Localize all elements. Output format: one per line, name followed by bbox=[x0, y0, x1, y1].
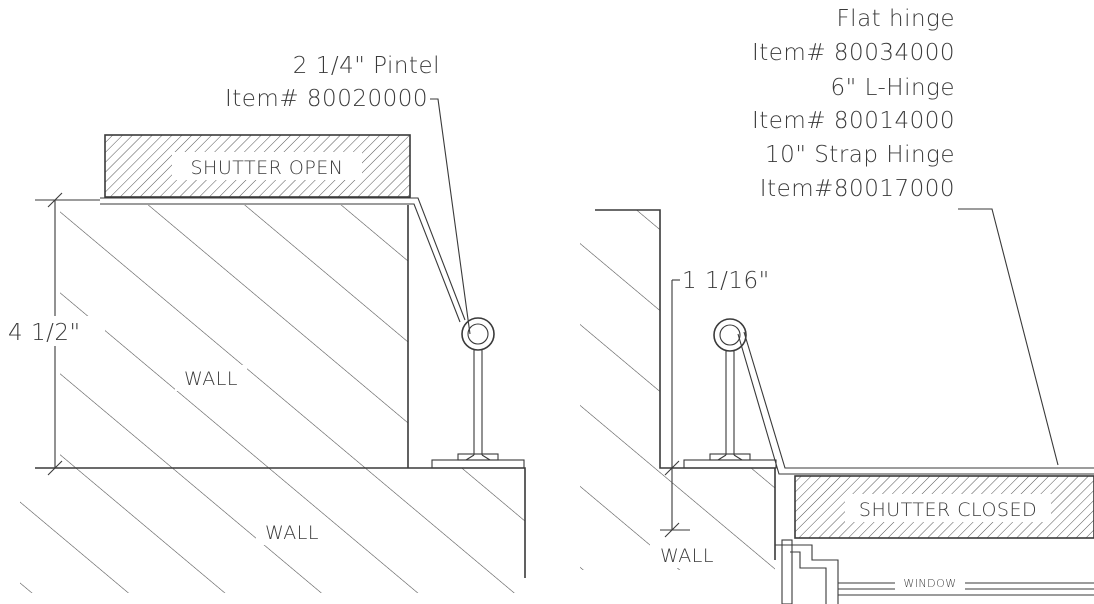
right-hinge-strap-inner bbox=[737, 333, 1094, 475]
hinge-callout-line-6: Item#80017000 bbox=[760, 176, 955, 202]
right-hinge-strap bbox=[743, 331, 1094, 469]
wall-right-label: WALL bbox=[660, 545, 714, 567]
right-wall-hatch bbox=[580, 210, 775, 570]
wall-upper-label: WALL bbox=[184, 368, 238, 390]
shutter-closed-label: SHUTTER CLOSED bbox=[859, 499, 1037, 521]
upper-wall-hatch bbox=[60, 205, 408, 468]
hinge-strap bbox=[100, 197, 466, 321]
pintel-label: 2 1/4" Pintel bbox=[293, 53, 440, 79]
hinge-callout-line-2: Item# 80034000 bbox=[752, 40, 955, 66]
dimension-label-right: 1 1/16" bbox=[682, 268, 770, 294]
right-wall-outline bbox=[595, 209, 776, 560]
dimension-1-1-16 bbox=[660, 279, 690, 538]
right-view: SHUTTER CLOSED WINDOW 1 1/16" WALL Flat bbox=[580, 6, 1094, 604]
wall-ground-line bbox=[35, 467, 526, 578]
dimension-label-left: 4 1/2" bbox=[8, 320, 81, 346]
window-label: WINDOW bbox=[903, 577, 956, 590]
hinge-callout-line-1: Flat hinge bbox=[836, 6, 955, 32]
left-view: SHUTTER OPEN 4 1/2" WALL WALL 2 bbox=[5, 53, 526, 593]
hinge-callout-line-3: 6" L-Hinge bbox=[831, 75, 955, 101]
window-frame bbox=[775, 539, 1094, 604]
hinge-callout-line-5: 10" Strap Hinge bbox=[765, 142, 955, 168]
pintel-leader-line bbox=[430, 98, 471, 335]
shutter-closed-label-bg bbox=[845, 494, 1051, 522]
shutter-open-label-bg bbox=[172, 152, 362, 180]
wall-lower-label: WALL bbox=[265, 522, 319, 544]
shutter-open-label: SHUTTER OPEN bbox=[190, 157, 343, 179]
hinge-strap-inner bbox=[100, 203, 461, 323]
pintel bbox=[431, 317, 525, 469]
hinge-leader-line bbox=[958, 208, 1059, 466]
hinge-callout-line-4: Item# 80014000 bbox=[752, 108, 955, 134]
pintel-item-number: Item# 80020000 bbox=[225, 86, 428, 112]
